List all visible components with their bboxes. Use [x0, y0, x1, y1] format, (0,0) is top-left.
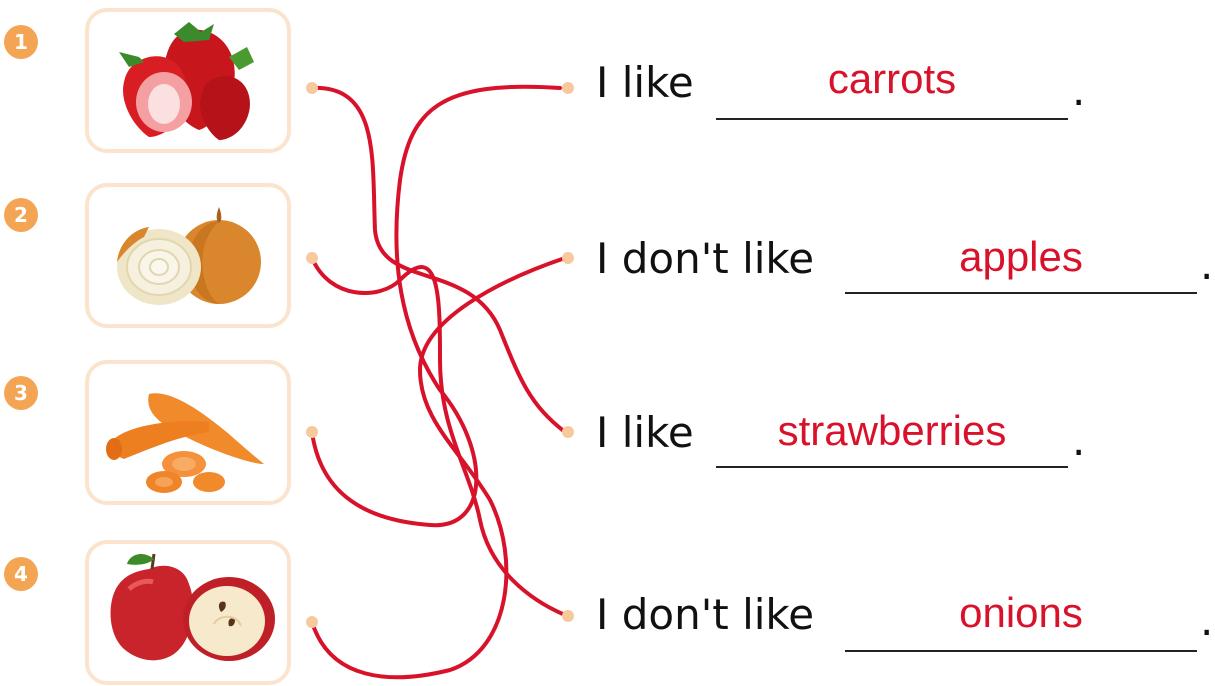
answer-text: carrots [827, 55, 957, 102]
sentence-prefix: I like [596, 408, 694, 457]
connector-dot-left[interactable] [306, 426, 318, 438]
item-number-badge: 2 [4, 198, 38, 232]
apples-picture [110, 553, 275, 661]
answer-text: strawberries [777, 407, 1007, 454]
strawberries-card[interactable] [85, 8, 291, 153]
sentence-period: . [1200, 240, 1214, 289]
sentence-period: . [1200, 596, 1214, 645]
connector-dot-right[interactable] [562, 252, 574, 264]
sentence-prefix: I don't like [596, 234, 815, 283]
sentence-period: . [1072, 66, 1086, 115]
carrots-picture [106, 393, 264, 493]
connector-dot-right[interactable] [562, 426, 574, 438]
item-number-badge: 1 [4, 25, 38, 59]
connector-dot-right[interactable] [562, 610, 574, 622]
match-line-carrots [310, 84, 562, 528]
answer-blank[interactable] [845, 650, 1197, 652]
sentence-prefix: I like [596, 58, 694, 107]
match-line-apples [310, 256, 567, 680]
answer-blank[interactable] [716, 118, 1068, 120]
item-number-badge: 4 [4, 557, 38, 591]
answer-blank[interactable] [716, 466, 1068, 468]
connector-dot-right[interactable] [562, 82, 574, 94]
answer-text: onions [959, 589, 1083, 636]
match-line-strawberries [310, 85, 567, 434]
answer-blank[interactable] [845, 292, 1197, 294]
carrots-card[interactable] [85, 360, 291, 505]
sentence-period: . [1072, 416, 1086, 465]
answer-text: apples [959, 233, 1083, 280]
apples-card[interactable] [85, 540, 291, 685]
onions-card[interactable] [85, 183, 291, 328]
connector-dot-left[interactable] [306, 616, 318, 628]
connector-dot-left[interactable] [306, 82, 318, 94]
item-number-badge: 3 [4, 376, 38, 410]
onions-picture [117, 207, 261, 305]
sentence-prefix: I don't like [596, 590, 815, 639]
strawberries-picture [119, 22, 254, 140]
match-line-onions [310, 256, 567, 617]
connector-dot-left[interactable] [306, 252, 318, 264]
